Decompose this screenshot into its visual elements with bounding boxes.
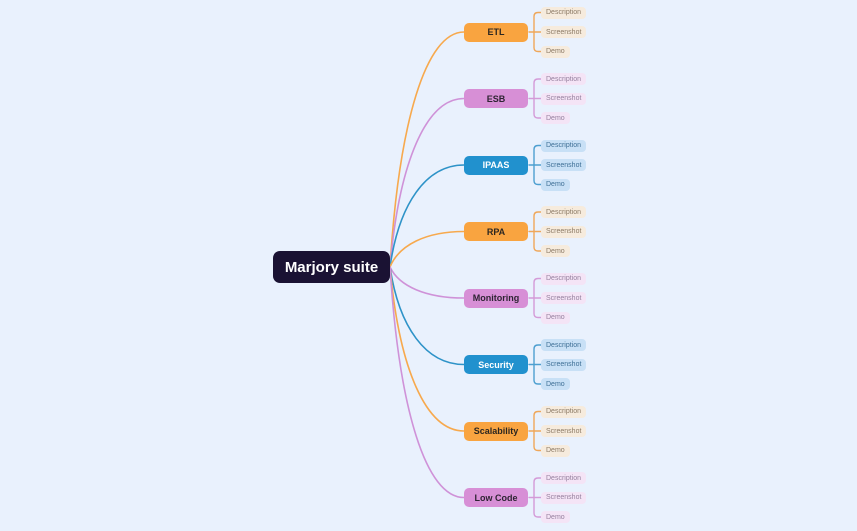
sub-node-screenshot[interactable]: Screenshot [541, 92, 587, 105]
edge-line [533, 211, 542, 233]
edge-line [533, 410, 542, 432]
sub-node-demo[interactable]: Demo [541, 45, 570, 58]
sub-node-description[interactable]: Description [541, 6, 587, 19]
edge-line [389, 266, 465, 366]
edge-line [533, 11, 542, 33]
edge-line [533, 430, 542, 452]
edge-line [533, 31, 542, 53]
edge-line [389, 230, 465, 268]
sub-node-screenshot[interactable]: Screenshot [541, 491, 587, 504]
sub-node-screenshot[interactable]: Screenshot [541, 26, 587, 38]
edge-line [533, 78, 542, 100]
sub-node-description[interactable]: Description [541, 472, 587, 484]
sub-node-screenshot[interactable]: Screenshot [541, 159, 587, 171]
sub-node-description[interactable]: Description [541, 206, 587, 218]
sub-node-demo[interactable]: Demo [541, 444, 570, 457]
sub-node-description[interactable]: Description [541, 339, 587, 351]
edge-line [389, 266, 465, 432]
edge-line [533, 344, 542, 366]
branch-node-etl[interactable]: ETL [464, 22, 528, 42]
edge-line [533, 144, 542, 166]
sub-node-demo[interactable]: Demo [541, 311, 570, 324]
sub-node-description[interactable]: Description [541, 139, 587, 152]
sub-node-screenshot[interactable]: Screenshot [541, 292, 587, 304]
edge-line [533, 363, 542, 385]
sub-node-demo[interactable]: Demo [541, 178, 570, 191]
edge-line [533, 164, 542, 186]
edge-line [533, 477, 542, 499]
sub-node-screenshot[interactable]: Screenshot [541, 358, 587, 371]
edge-line [533, 496, 542, 518]
edge-line [389, 97, 465, 268]
edge-line [533, 97, 542, 119]
edge-line [533, 297, 542, 319]
mindmap-root-node[interactable]: Marjory suite [273, 251, 390, 283]
branch-node-rpa[interactable]: RPA [464, 222, 528, 241]
branch-node-security[interactable]: Security [464, 355, 528, 374]
branch-node-ipaas[interactable]: IPAAS [464, 155, 528, 175]
sub-node-description[interactable]: Description [541, 73, 587, 85]
sub-node-demo[interactable]: Demo [541, 378, 570, 390]
branch-node-esb[interactable]: ESB [464, 89, 528, 108]
sub-node-demo[interactable]: Demo [541, 245, 570, 257]
edge-line [389, 164, 465, 268]
branch-node-scalability[interactable]: Scalability [464, 421, 528, 441]
edge-line [533, 230, 542, 252]
sub-node-demo[interactable]: Demo [541, 511, 570, 523]
sub-node-screenshot[interactable]: Screenshot [541, 225, 587, 238]
sub-node-demo[interactable]: Demo [541, 112, 570, 124]
sub-node-screenshot[interactable]: Screenshot [541, 425, 587, 437]
edge-line [389, 31, 465, 268]
branch-node-monitoring[interactable]: Monitoring [464, 288, 528, 308]
sub-node-description[interactable]: Description [541, 272, 587, 285]
edge-line [533, 277, 542, 299]
branch-node-low-code[interactable]: Low Code [464, 488, 528, 507]
sub-node-description[interactable]: Description [541, 405, 587, 418]
edge-line [389, 266, 465, 499]
edge-line [389, 266, 465, 299]
